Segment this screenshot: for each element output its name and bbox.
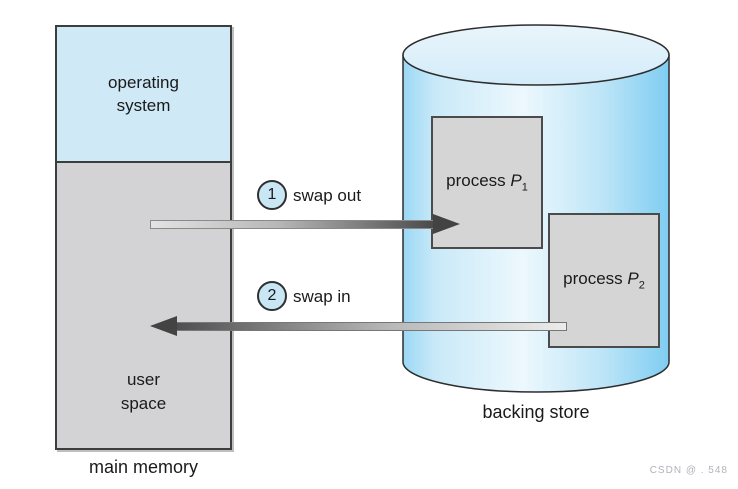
operating-system-label: operating system: [108, 73, 179, 115]
step-1-number: 1: [267, 186, 277, 203]
process-p1-label: process P1: [446, 171, 528, 194]
step-2-number: 2: [267, 287, 277, 304]
main-memory-box: operating system user space: [55, 25, 232, 450]
process-p2-label: process P2: [563, 269, 645, 292]
main-memory-label: main memory: [88, 457, 199, 477]
swap-out-arrow-shaft: [150, 220, 435, 229]
step-2-badge: 2: [257, 281, 287, 311]
user-space-label: user space: [120, 370, 167, 413]
swap-out-label: swap out: [293, 186, 362, 205]
operating-system-section: operating system: [57, 27, 230, 163]
csdn-watermark: CSDN @ . 548: [649, 465, 728, 476]
swap-out-arrowhead-icon: [433, 214, 460, 234]
step-1-badge: 1: [257, 180, 287, 210]
swap-in-arrow-shaft: [167, 322, 567, 331]
backing-store-label: backing store: [482, 402, 590, 422]
swap-in-label: swap in: [293, 287, 351, 306]
swap-in-arrowhead-icon: [150, 316, 177, 336]
